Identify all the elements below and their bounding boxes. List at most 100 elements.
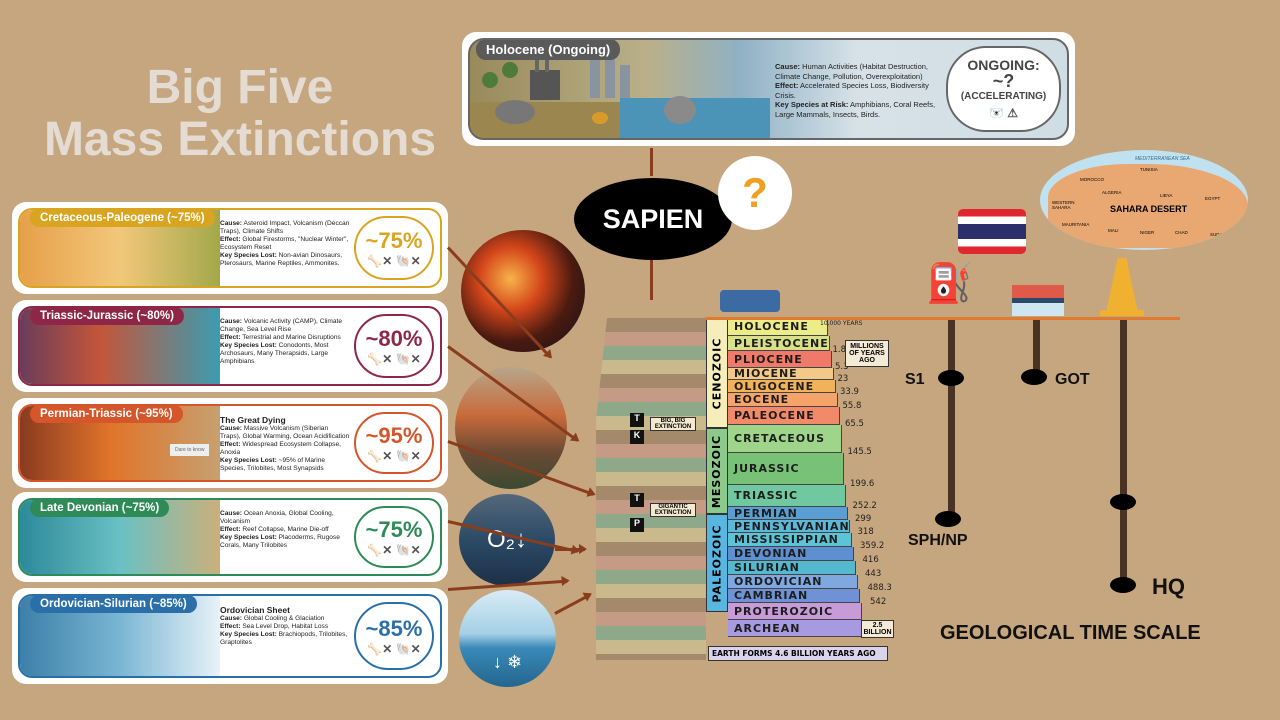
well-hq (1120, 320, 1127, 585)
connector-line (650, 148, 653, 176)
asteroid-image (461, 230, 585, 352)
extinction-percent: ~95%🦴✕ 🐚✕ (354, 412, 434, 474)
age-label: 1.8 (832, 345, 847, 355)
period-holocene: HOLOCENE (728, 318, 828, 336)
age-label: 488.3 (867, 583, 892, 593)
connector-line (650, 260, 653, 300)
era-cenozoic: CENOZOIC (706, 318, 728, 428)
billion-box: 2.5 BILLION (861, 620, 894, 638)
age-label: 416 (862, 555, 879, 565)
period-pleistocene: PLEISTOCENE (728, 336, 830, 351)
well-label-sph-np: SPH/NP (908, 532, 968, 549)
extinction-details: Ordovician Sheet Cause: Global Cooling &… (220, 605, 348, 646)
question-icon: ? (718, 156, 792, 230)
extinct-species-icon: 🦴✕ 🐚✕ (367, 642, 421, 656)
age-label: 33.9 (840, 387, 859, 397)
reservoir-icon (1110, 494, 1136, 510)
period-archean: ARCHEAN (728, 620, 864, 637)
earth-forms-label: EARTH FORMS 4.6 BILLION YEARS AGO (708, 646, 888, 661)
extinction-percent: ~75%🦴✕ 🐚✕ (354, 216, 434, 280)
holocene-card: Holocene (Ongoing) Cause: Human Activiti… (462, 32, 1075, 146)
kt-boundary-marker: T (630, 413, 644, 427)
extinct-species-icon: 🦴✕ 🐚✕ (367, 449, 421, 463)
extinction-details: The Great Dying Cause: Massive Volcanism… (220, 415, 350, 472)
period-silurian: SILURIAN (728, 561, 856, 575)
age-label: 199.6 (850, 479, 875, 489)
holocene-text: Cause: Human Activities (Habitat Destruc… (775, 62, 936, 119)
period-miocene: MIOCENE (728, 367, 834, 380)
age-label: 10,000 YEARS (820, 320, 863, 327)
well-s1 (948, 320, 955, 520)
period-pliocene: PLIOCENE (728, 351, 832, 368)
polar-bear-icon: 🐻‍❄️ ⚠ (988, 106, 1019, 120)
extinction-details: Cause: Asteroid Impact, Volcanism (Decca… (220, 220, 350, 267)
extinction-card: Cretaceous-Paleogene (~75%) Cause: Aster… (12, 202, 448, 294)
age-label: 359.2 (860, 541, 885, 551)
reservoir-icon (1110, 577, 1136, 593)
period-cambrian: CAMBRIAN (728, 589, 860, 603)
extinction-title: Triassic-Jurassic (~80%) (30, 308, 184, 325)
millions-of-years-box: MILLIONS OF YEARS AGO (845, 340, 889, 367)
period-triassic: TRIASSIC (728, 485, 846, 507)
extinction-card: Late Devonian (~75%) Cause: Ocean Anoxia… (12, 492, 448, 582)
well-label-s1: S1 (905, 371, 925, 388)
pt-boundary-marker: T (630, 493, 644, 507)
extinct-species-icon: 🦴✕ 🐚✕ (367, 352, 421, 366)
era-mesozoic: MESOZOIC (706, 428, 728, 514)
sapien-label: SAPIEN (602, 203, 704, 234)
fossil-strata-column (596, 318, 706, 660)
age-label: 145.5 (847, 447, 872, 457)
well-label-got: GOT (1055, 371, 1090, 388)
age-label: 23 (837, 374, 849, 384)
gigantic-extinction-note: GIGANTIC EXTINCTION (650, 503, 696, 517)
extinct-species-icon: 🦴✕ 🐚✕ (367, 254, 421, 268)
big-extinction-note: BIG, BIG EXTINCTION (650, 417, 696, 431)
age-label: 55.8 (842, 401, 862, 411)
arrow (554, 593, 592, 615)
drilling-derrick-icon (1100, 258, 1144, 316)
scale-title: GEOLOGICAL TIME SCALE (940, 622, 1201, 644)
extinction-details: Cause: Volcanic Activity (CAMP), Climate… (220, 318, 343, 365)
reservoir-icon (938, 370, 964, 386)
age-label: 5.3 (835, 362, 849, 372)
period-pennsylvanian: PENNSYLVANIAN (728, 520, 850, 533)
pt-boundary-marker: P (630, 518, 644, 532)
holocene-label: Holocene (Ongoing) (476, 40, 621, 60)
age-label: 65.5 (845, 419, 864, 429)
extinction-title: Ordovician-Silurian (~85%) (30, 596, 197, 613)
extinction-percent: ~75%🦴✕ 🐚✕ (354, 506, 434, 568)
age-label: 318 (857, 527, 874, 537)
kt-boundary-marker: K (630, 430, 644, 444)
age-label: 252.2 (852, 501, 877, 511)
age-label: 443 (865, 569, 882, 579)
extinction-percent: ~85%🦴✕ 🐚✕ (354, 602, 434, 670)
surface-line (705, 317, 1180, 320)
pumpjack-icon: ⛽ (926, 263, 974, 305)
reservoir-icon (1021, 369, 1047, 385)
title-line-2: Mass Extinctions (43, 113, 437, 166)
ocean-anoxia-image: O₂↓ (459, 494, 555, 586)
extinction-title: Permian-Triassic (~95%) (30, 406, 183, 423)
period-cretaceous: CRETACEOUS (728, 425, 842, 453)
sahara-map: MEDITERRANEAN SEA MOROCCO TUNISIA ALGERI… (1040, 150, 1248, 250)
period-paleocene: PALEOCENE (728, 407, 840, 425)
period-eocene: EOCENE (728, 393, 838, 407)
well-got (1033, 320, 1040, 378)
thailand-flag-icon (958, 209, 1026, 254)
slide-title: Big Five Mass Extinctions (10, 62, 470, 166)
extinction-title: Late Devonian (~75%) (30, 500, 170, 517)
cooling-label: ↓ ❄ (492, 652, 523, 672)
period-proterozoic: PROTEROZOIC (728, 603, 862, 620)
sapien-badge: SAPIEN (574, 178, 732, 260)
extinction-card: Permian-Triassic (~95%) The Great Dying … (12, 398, 448, 488)
period-jurassic: JURASSIC (728, 453, 844, 485)
period-oligocene: OLIGOCENE (728, 380, 836, 393)
offshore-rig-icon (1012, 264, 1064, 316)
arrow (555, 544, 587, 554)
period-devonian: DEVONIAN (728, 547, 854, 561)
period-permian: PERMIAN (728, 507, 848, 520)
truck-icon (720, 290, 780, 312)
volcano-image (455, 367, 567, 489)
tooltip: Dare to know (170, 444, 210, 456)
